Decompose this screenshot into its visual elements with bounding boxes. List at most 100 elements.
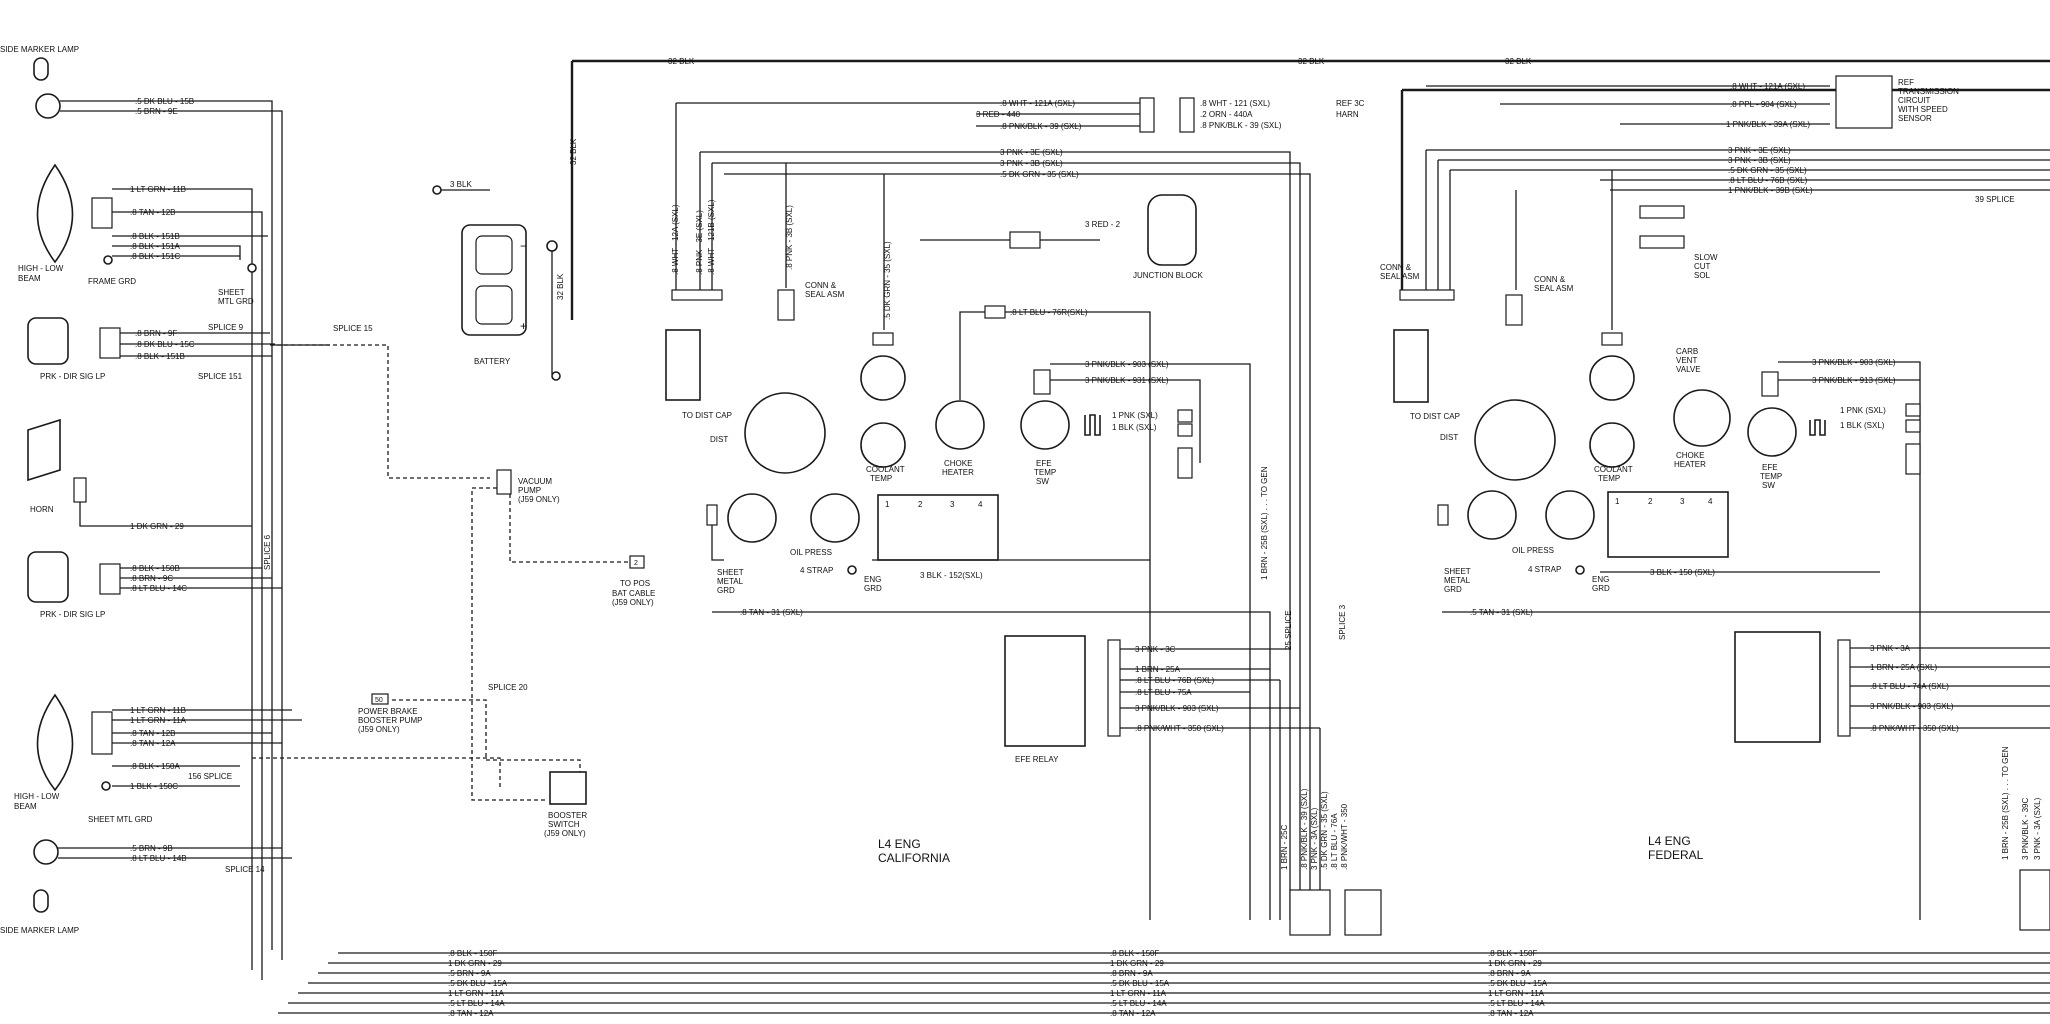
conn-seal-asm [777, 289, 795, 321]
wire-label: .8 BLK - 150A [130, 762, 180, 771]
vacuum-pump-connector [496, 469, 512, 495]
wire-label: 3 PNK - 3E (SXL) [1728, 146, 1791, 155]
wire-label-32blk-c: 32 BLK [1505, 57, 1532, 66]
fed-pin-3: 3 [1680, 497, 1685, 506]
label-junction-block: JUNCTION BLOCK [1133, 271, 1203, 280]
wire-label: .8 TAN - 12A [1488, 1009, 1534, 1018]
park-signal-connector [99, 327, 121, 359]
wire-label-vert: .8 LT BLU - 76A [1330, 813, 1339, 870]
wire-label-32blk-a: 32 BLK [668, 57, 695, 66]
bottom-bus: .8 BLK - 150F 1 DK GRN - 29 .5 BRN - 9A … [278, 949, 2050, 1018]
label-side-marker-bottom: SIDE MARKER LAMP [0, 926, 79, 935]
wire-label: .5 LT BLU - 14A [1110, 999, 1167, 1008]
sheet-ground-bottom-icon [101, 781, 111, 791]
label-sheet-mtl-grd-bottom: SHEET MTL GRD [88, 815, 153, 824]
wire-label: .5 DK BLU - 15B [135, 97, 194, 106]
pin-1: 1 [885, 500, 890, 509]
wire-label: .8 BLK - 151B [135, 352, 185, 361]
wire-label: .8 BLK - 150B [130, 564, 180, 573]
pin-4: 4 [978, 500, 983, 509]
label-conn-seal-fed: CONN & [1380, 263, 1412, 272]
label-prk-dir-sig-lp: PRK - DIR SIG LP [40, 372, 105, 381]
label-power-brake: POWER BRAKE [358, 707, 418, 716]
label-carb-vent-2: VENT [1676, 356, 1697, 365]
fed-pin-2: 2 [1648, 497, 1653, 506]
fed-blk-term [1905, 419, 1921, 433]
label-slow-cut-sol-2: CUT [1694, 262, 1711, 271]
wire-label-vert: 3 PNK - 3A (SXL) [2033, 797, 2042, 860]
wire-label: 3 PNK/BLK - 913 (SXL) [1812, 376, 1896, 385]
battery-cell-bottom [475, 285, 513, 325]
label-splice-3: SPLICE 3 [1338, 604, 1347, 640]
wire-label: .8 BLK - 150F [1110, 949, 1159, 958]
label-to-pos-bat-3: (J59 ONLY) [612, 598, 654, 607]
wire-label: 3 PNK - 3C [1135, 645, 1176, 654]
label-fed-oil-press: OIL PRESS [1512, 546, 1554, 555]
pnk-term [1177, 409, 1193, 423]
wire-label-3blk: 3 BLK [450, 180, 472, 189]
power-brake-terminal [371, 693, 389, 705]
wire-label: 1 BLK (SXL) [1112, 423, 1157, 432]
pin-2: 2 [918, 500, 923, 509]
efe-relay-plug [1177, 447, 1193, 479]
headlamp-bottom-icon [36, 693, 74, 792]
wire-label: .8 PNK/BLK - 39 (SXL) [1200, 121, 1282, 130]
fed-oil-gauge-icon [1545, 490, 1595, 540]
oil-press-gauge-icon [810, 493, 860, 543]
fed-resistor-icon [1809, 419, 1826, 436]
oil-press-sender-icon [727, 493, 777, 543]
wire-label: 1 DK GRN - 29 [1110, 959, 1164, 968]
wire-label: 1 LT GRN - 11A [130, 716, 187, 725]
label-booster-switch-2: SWITCH [548, 820, 580, 829]
wire-label: .8 LT BLU - 75A [1135, 688, 1192, 697]
label-conn-seal-fed-2: SEAL ASM [1380, 272, 1420, 281]
label-l4-eng-ca: L4 ENG [878, 837, 921, 851]
label-power-brake-2: BOOSTER PUMP [358, 716, 422, 725]
battery-section: 3 BLK − + BATTERY 32 BLK VACUUM PUMP (J5… [252, 180, 655, 838]
battery-positive: + [520, 319, 527, 333]
wire-label: .8 BLK - 150F [448, 949, 497, 958]
front-lighting-section: SIDE MARKER LAMP .5 DK BLU - 15B .5 BRN … [0, 45, 373, 980]
label-splice-15: SPLICE 15 [333, 324, 373, 333]
label-vacuum-pump: VACUUM [518, 477, 552, 486]
label-fed-coolant: COOLANT [1594, 465, 1633, 474]
fed-oil-term [1437, 504, 1449, 526]
headlamp-connector [91, 197, 113, 229]
label-fed-efe: EFE [1762, 463, 1778, 472]
label-booster-switch: BOOSTER [548, 811, 587, 820]
label-federal: FEDERAL [1648, 848, 1704, 862]
wire-label: .8 WHT - 121A (SXL) [1000, 99, 1075, 108]
label-to-pos-bat-2: BAT CABLE [612, 589, 655, 598]
wire-label: .8 LT BLU - 14C [130, 584, 187, 593]
label-eng-grd-2: GRD [864, 584, 882, 593]
fed-term-block-2 [1639, 235, 1685, 249]
label-choke-heater: CHOKE [944, 459, 972, 468]
wire-label-vert: 3 PNK/BLK - 39C [2021, 798, 2030, 860]
wire-label: 1 PNK/BLK - 39A (SXL) [1726, 120, 1810, 129]
label-fed-choke: CHOKE [1676, 451, 1704, 460]
wire-label: .8 BRN - 9A [1488, 969, 1531, 978]
label-sheet-metal-grd: SHEET [717, 568, 744, 577]
label-high-low-beam: HIGH - LOW [18, 264, 64, 273]
fed-oil-sender-icon [1467, 490, 1517, 540]
fed-pin-4: 4 [1708, 497, 1713, 506]
label-efe-temp-3: SW [1036, 477, 1049, 486]
wire-label-vert: .8 PNK - 3B (SXL) [785, 205, 794, 270]
wire-label-32blk-bat: 32 BLK [556, 273, 565, 300]
label-conn-seal-fed-b: CONN & [1534, 275, 1566, 284]
fed-temp-sender-icon [1589, 355, 1635, 401]
label-efe-temp: EFE [1036, 459, 1052, 468]
wire-label: .8 TAN - 31 (SXL) [740, 608, 803, 617]
label-efe-relay: EFE RELAY [1015, 755, 1059, 764]
label-fed-sheet-metal-2: METAL [1444, 576, 1471, 585]
wire-label: .8 PNK/BLK - 39 (SXL) [1000, 122, 1082, 131]
wire-label: 3 PNK - 3B (SXL) [1000, 159, 1063, 168]
label-conn-seal-2: SEAL ASM [805, 290, 845, 299]
label-to-gen-ca: 1 BRN - 25B (SXL) . . . TO GEN [1260, 466, 1269, 580]
label-fed-coolant-2: TEMP [1598, 474, 1620, 483]
fed-efe-relay-connector [1837, 639, 1851, 737]
label-splice-25: 25 SPLICE [1284, 610, 1293, 650]
junction-block-icon [1147, 194, 1197, 266]
wire-label: .5 TAN - 31 (SXL) [1470, 608, 1533, 617]
